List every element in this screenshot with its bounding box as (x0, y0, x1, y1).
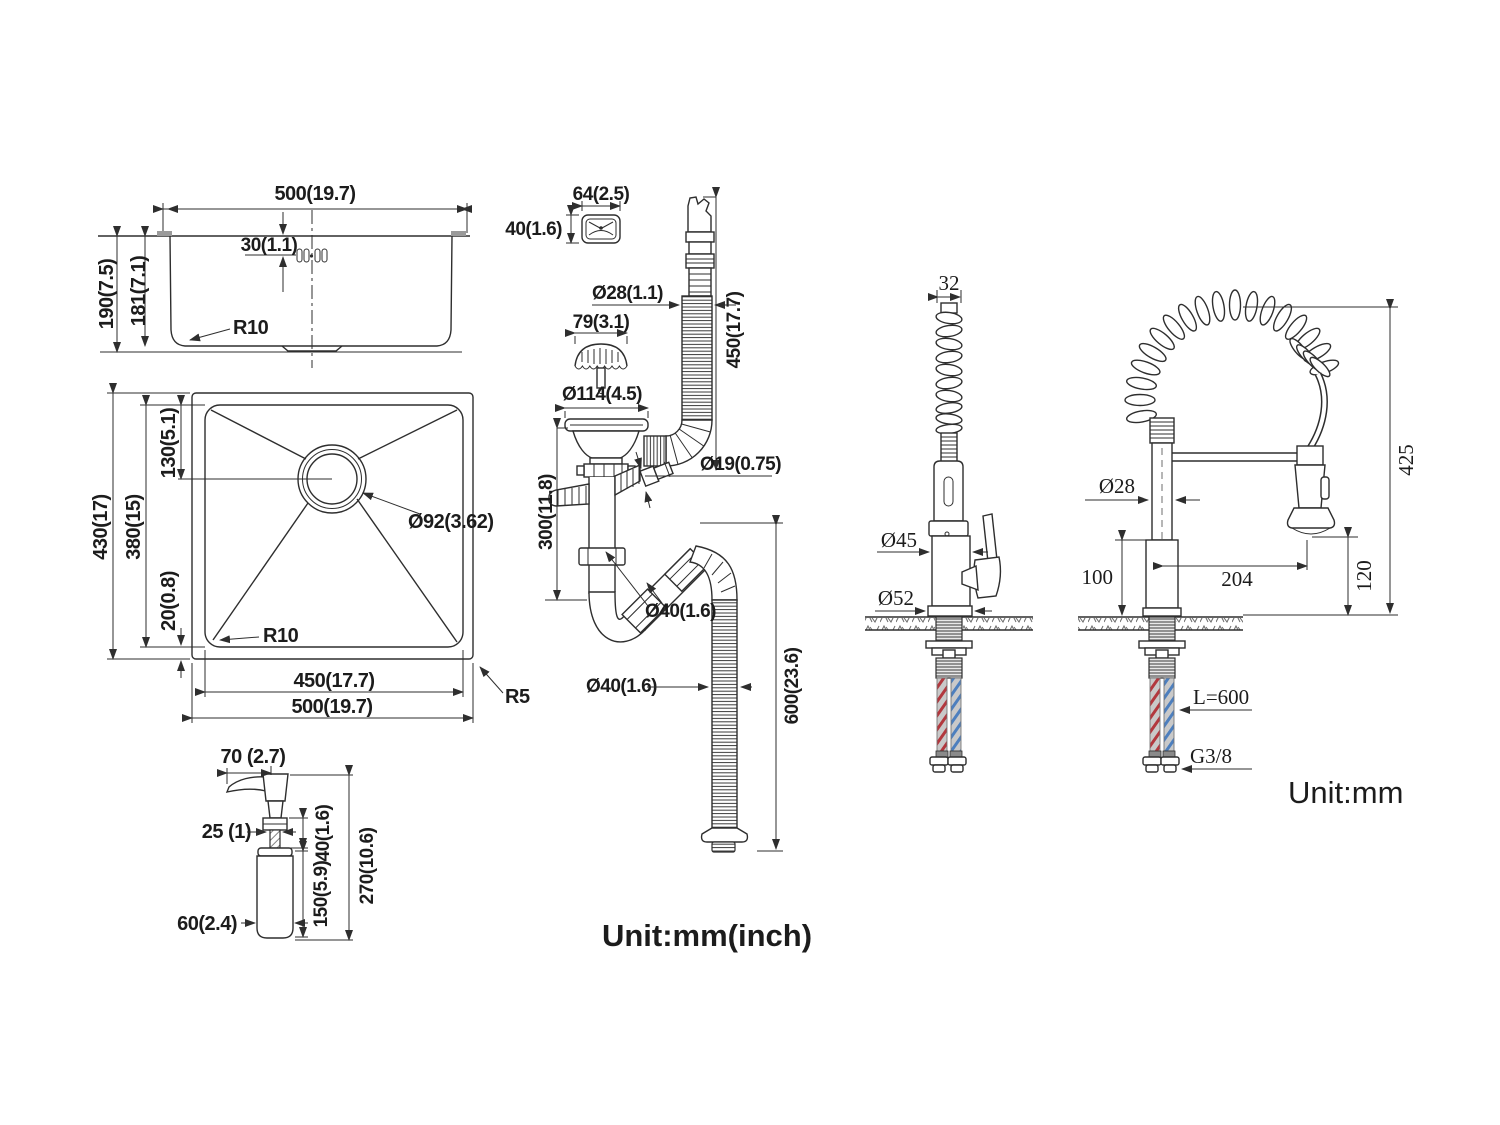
dim-overflow-hose-length: 450(17.7) (724, 291, 745, 368)
label-thread-size: G3/8 (1190, 744, 1232, 768)
countertop2-right (1176, 618, 1243, 630)
sink-drain-recess (281, 345, 343, 352)
units-note-center: Unit:mm(inch) (602, 918, 812, 953)
hot-supply-hose2 (1149, 677, 1161, 752)
spring-coil-front (935, 311, 963, 435)
faucet-base-plate (927, 605, 973, 617)
label-trap-diameter: Ø40(1.6) (645, 601, 716, 622)
rim-clip-right (451, 231, 466, 236)
dim-bottle-diameter: 60(2.4) (177, 913, 237, 935)
sink-top-view: 430(17) 380(15) 130(5.1) 20(0.8) Ø92(3.6… (90, 383, 530, 723)
mounting-shank2 (1148, 616, 1176, 642)
label-radius-outer: R5 (505, 686, 530, 708)
overflow-cover (581, 214, 621, 244)
dim-neck-height: 40(1.6) (313, 804, 334, 861)
label-overflow-hose-diameter: Ø28(1.1) (592, 283, 663, 304)
dispenser-shaft (269, 829, 281, 849)
coil-top-fitting (940, 302, 958, 314)
drain-assembly-view: 64(2.5) 40(1.6) 450(17.7) Ø28(1.1) (505, 184, 803, 853)
coil-end-wrap (1289, 337, 1331, 378)
mounting-shank (935, 616, 963, 642)
dim-depth-outer: 190(7.5) (96, 259, 118, 330)
soap-dispenser-view: 70 (2.7) 25 (1) 40(1.6) 150(5.9) 270(10.… (177, 746, 378, 941)
dim-collar-width: 25 (1) (202, 821, 251, 843)
dim-reach: 204 (1221, 567, 1253, 591)
faucet-handle-body (973, 556, 1002, 599)
units-note-right: Unit:mm (1288, 775, 1403, 810)
dim-inner-width: 450(17.7) (293, 670, 374, 692)
label-radius-side: R10 (233, 317, 269, 339)
dim-total-height-faucet: 425 (1394, 444, 1418, 476)
overflow-hose (681, 295, 713, 421)
spray-head-bell (1286, 507, 1336, 529)
faucet-base-plate-side (1142, 607, 1182, 617)
dim-hole-offset: 30(1.1) (241, 235, 298, 256)
faucet-handle-rod (982, 513, 998, 563)
cold-supply-hose (950, 677, 962, 752)
dim-spout-reach: 70 (2.7) (221, 746, 286, 768)
dim-sink-width-top: 500(19.7) (274, 183, 355, 205)
cold-supply-hose2 (1163, 677, 1175, 752)
dispenser-bottle (256, 855, 294, 939)
spout-neck (933, 460, 964, 522)
countertop-right (963, 618, 1033, 630)
hot-supply-hose (936, 677, 948, 752)
faucet-hole (296, 248, 303, 263)
dim-bottle-height: 150(5.9) (311, 860, 332, 927)
countertop-left (865, 618, 935, 630)
dim-head-height: 120 (1352, 560, 1376, 592)
dim-base-height: 100 (1082, 565, 1114, 589)
faucet-base-cylinder (1145, 539, 1179, 609)
outlet-hose (711, 599, 738, 829)
faucet-side-view: Ø28 100 204 120 425 L=600 (1078, 289, 1418, 773)
spray-head-button (1320, 476, 1330, 500)
dim-depth-inner: 181(7.1) (128, 256, 150, 327)
label-radius-inner: R10 (263, 625, 299, 647)
label-barb-diameter: Ø19(0.75) (700, 454, 781, 475)
overflow-hook (687, 196, 712, 233)
dim-tailpiece-length: 300(11.8) (536, 474, 557, 550)
spray-head-holder (1296, 445, 1324, 466)
label-flange-diameter: Ø114(4.5) (562, 384, 642, 405)
outlet-hose-bell (700, 827, 749, 843)
dim-coil-width: 32 (939, 271, 960, 295)
dispenser-cap (262, 773, 289, 802)
label-column-diameter: Ø28 (1099, 474, 1135, 498)
label-body-diameter: Ø45 (881, 528, 917, 552)
dispenser-spout (225, 776, 267, 793)
label-drain-diameter: Ø92(3.62) (408, 511, 494, 533)
dim-edge-gap: 20(0.8) (158, 571, 180, 631)
sink-bowl-outline (169, 235, 453, 347)
faucet-hole (314, 248, 321, 263)
dim-outer-length: 430(17) (90, 494, 112, 559)
dim-outlet-hose-length: 600(23.6) (782, 647, 803, 724)
strainer-dome (574, 343, 628, 367)
faucet-hole (321, 248, 328, 263)
label-outlet-hose-diameter: Ø40(1.6) (586, 676, 657, 697)
dim-strainer-width: 79(3.1) (573, 312, 630, 333)
dim-overflow-height: 40(1.6) (505, 219, 562, 240)
sink-outer-rect (191, 392, 474, 660)
dim-drain-from-top: 130(5.1) (158, 408, 180, 479)
sink-inner-rect (204, 404, 464, 648)
label-base-diameter: Ø52 (878, 586, 914, 610)
faucet-front-view: 32 Ø45 Ø52 (865, 271, 1033, 773)
spring-coil-arch (1124, 289, 1340, 424)
label-supply-hose-length: L=600 (1193, 685, 1249, 709)
dim-outer-width: 500(19.7) (291, 696, 372, 718)
countertop2-left (1078, 618, 1149, 630)
dim-overflow-width: 64(2.5) (573, 184, 630, 205)
sink-side-view: 500(19.7) 190(7.5) 181(7.1) 30(1.1) R10 (96, 183, 472, 368)
faucet-hole (303, 248, 310, 263)
dim-inner-length: 380(15) (123, 494, 145, 559)
rim-clip-left (157, 231, 172, 236)
dim-total-height: 270(10.6) (357, 827, 378, 904)
